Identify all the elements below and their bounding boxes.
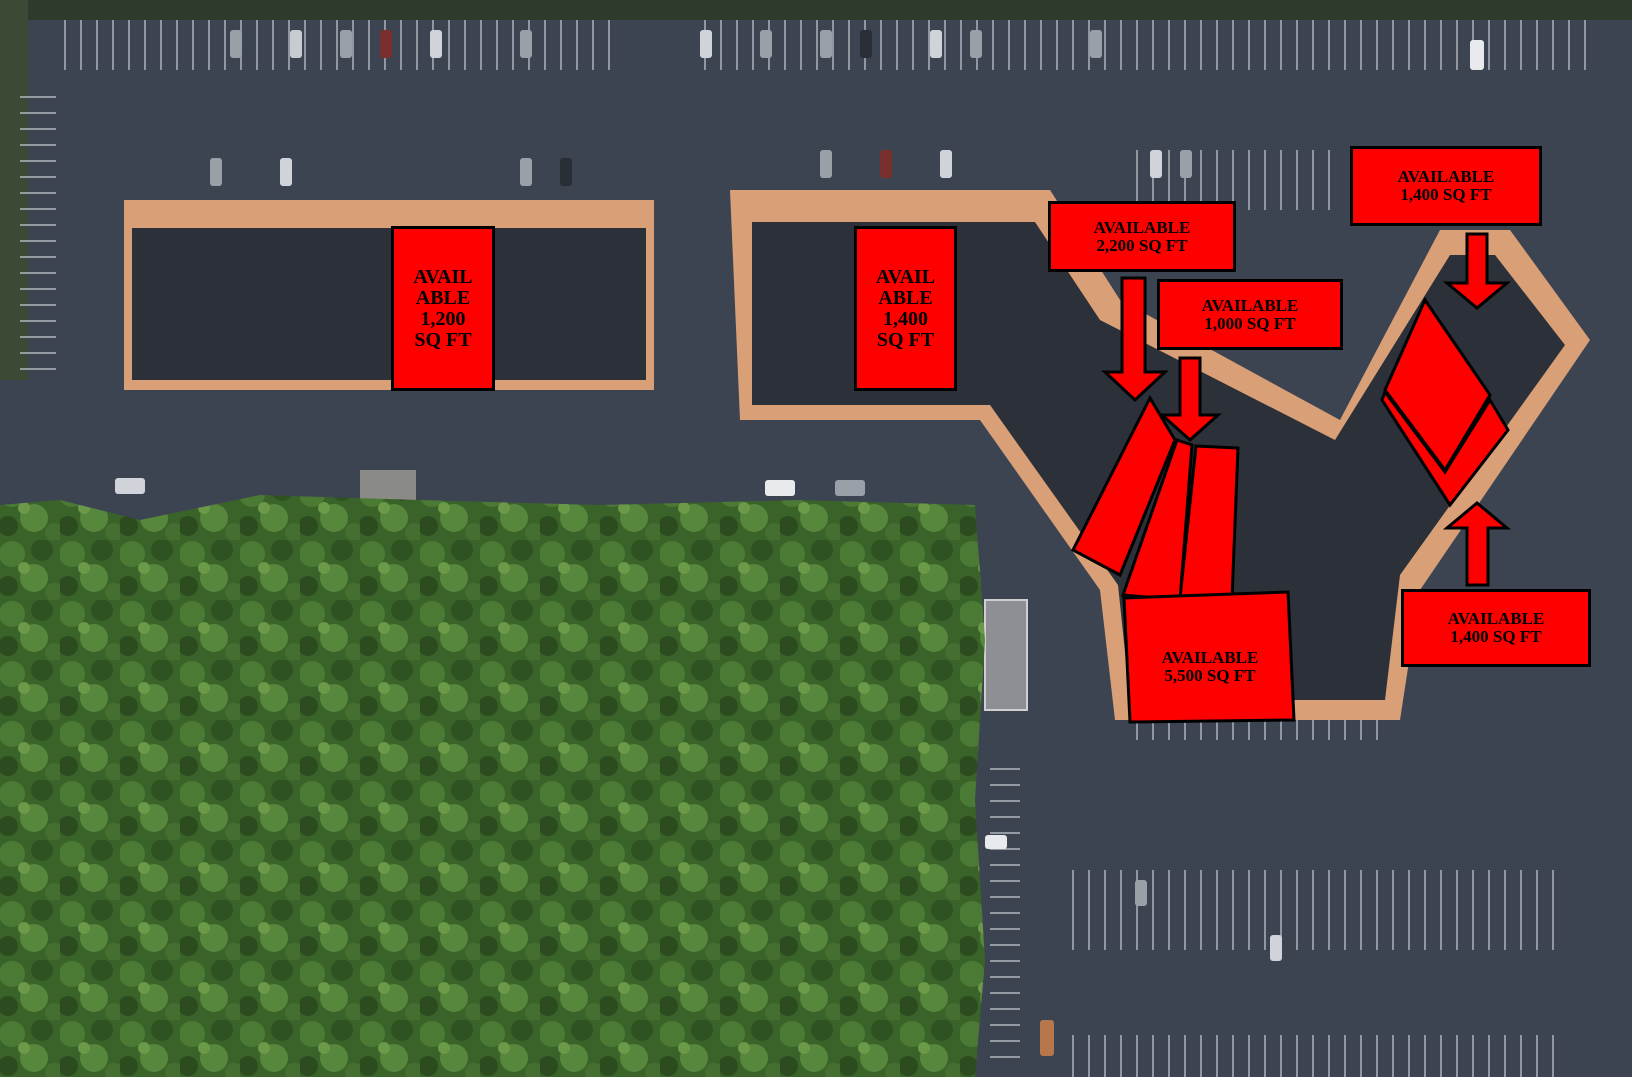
arrows [1101, 232, 1512, 587]
label-line: SQ FT [876, 328, 935, 351]
arrow-down-2200 [1101, 276, 1169, 403]
label-line: AVAILABLE [1201, 295, 1299, 315]
label-line: AVAIL [875, 265, 936, 288]
parking-stalls-left-edge [20, 90, 56, 370]
arrow-up-1400 [1442, 501, 1512, 587]
label-line: 1,000 SQ FT [1204, 313, 1296, 333]
label-line: AVAILABLE [1397, 167, 1495, 187]
label-line: 1,400 [883, 307, 928, 330]
label-line: AVAILABLE [1093, 217, 1191, 237]
unit-highlight-5500-lower [1122, 590, 1296, 724]
label-line: ABLE [415, 286, 471, 309]
label-line: 5,500 SQ FT [1164, 666, 1256, 685]
label-line: AVAILABLE [1447, 609, 1545, 629]
label-line: 1,400 SQ FT [1400, 185, 1492, 204]
label-unit-1400-north: AVAILABLE 1,400 SQ FT [1350, 146, 1542, 226]
kiosk-building [984, 599, 1028, 711]
unit-highlight-2200 [1070, 394, 1177, 578]
parking-stalls-bottom-right [1070, 870, 1560, 950]
arrow-down-1400 [1442, 232, 1512, 310]
building-west [124, 200, 654, 390]
label-line: 2,200 SQ FT [1096, 235, 1188, 255]
label-line: AVAIL [413, 265, 473, 288]
label-line: ABLE [878, 286, 933, 309]
label-unit-1400-south: AVAILABLE 1,400 SQ FT [1401, 589, 1591, 667]
parking-stalls-south-west [990, 760, 1020, 1060]
label-unit-5500: AVAILABLE 5,500 SQ FT [1140, 642, 1280, 692]
unit-highlight-1400-b [1380, 388, 1510, 508]
tree-area [0, 495, 985, 1077]
label-unit-1000: AVAILABLE 1,000 SQ FT [1157, 279, 1343, 350]
label-unit-2200: AVAILABLE 2,200 SQ FT [1048, 201, 1236, 272]
label-line: SQ FT [414, 328, 472, 351]
label-line: 1,400 SQ FT [1450, 627, 1542, 646]
parking-stalls-mid-right [1130, 150, 1340, 210]
label-unit-1200: AVAIL ABLE 1,200 SQ FT [391, 226, 495, 391]
label-unit-1400-central: AVAIL ABLE 1,400 SQ FT [854, 226, 957, 391]
unit-highlights [1070, 296, 1510, 724]
label-line: 1,200 [420, 307, 466, 330]
label-line: AVAILABLE [1161, 648, 1259, 668]
arrow-down-1000 [1158, 356, 1222, 443]
parking-stalls-bottom-right-2 [1070, 1035, 1560, 1077]
parking-stalls-top-right [700, 20, 1600, 70]
